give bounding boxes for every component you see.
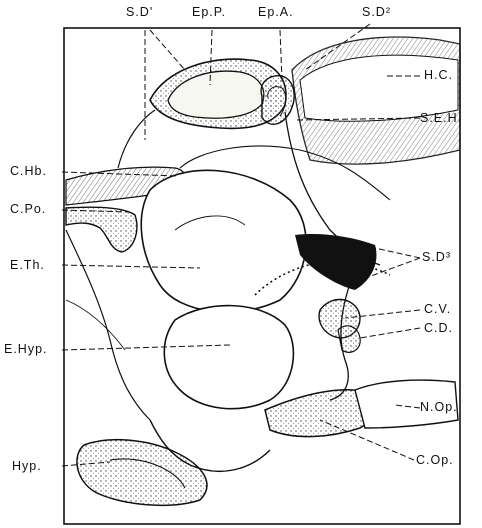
label-chb: C.Hb. (10, 164, 47, 178)
label-cd: C.D. (424, 321, 453, 335)
hypothalamus (164, 306, 293, 409)
label-cv: C.V. (424, 302, 451, 316)
label-sd3: S.D³ (422, 250, 451, 264)
label-hc: H.C. (424, 68, 453, 82)
label-cpo: C.Po. (10, 202, 46, 216)
label-sd1: S.D' (126, 5, 153, 19)
label-epa: Ep.A. (258, 5, 294, 19)
label-cop: C.Op. (416, 453, 454, 467)
label-seh: S.E.H. (420, 111, 462, 125)
label-sd2: S.D² (362, 5, 391, 19)
label-nop: N.Op. (420, 400, 458, 414)
label-epp: Ep.P. (192, 5, 226, 19)
label-hyp: Hyp. (12, 459, 42, 473)
label-ehyp: E.Hyp. (4, 342, 48, 356)
label-eth: E.Th. (10, 258, 45, 272)
